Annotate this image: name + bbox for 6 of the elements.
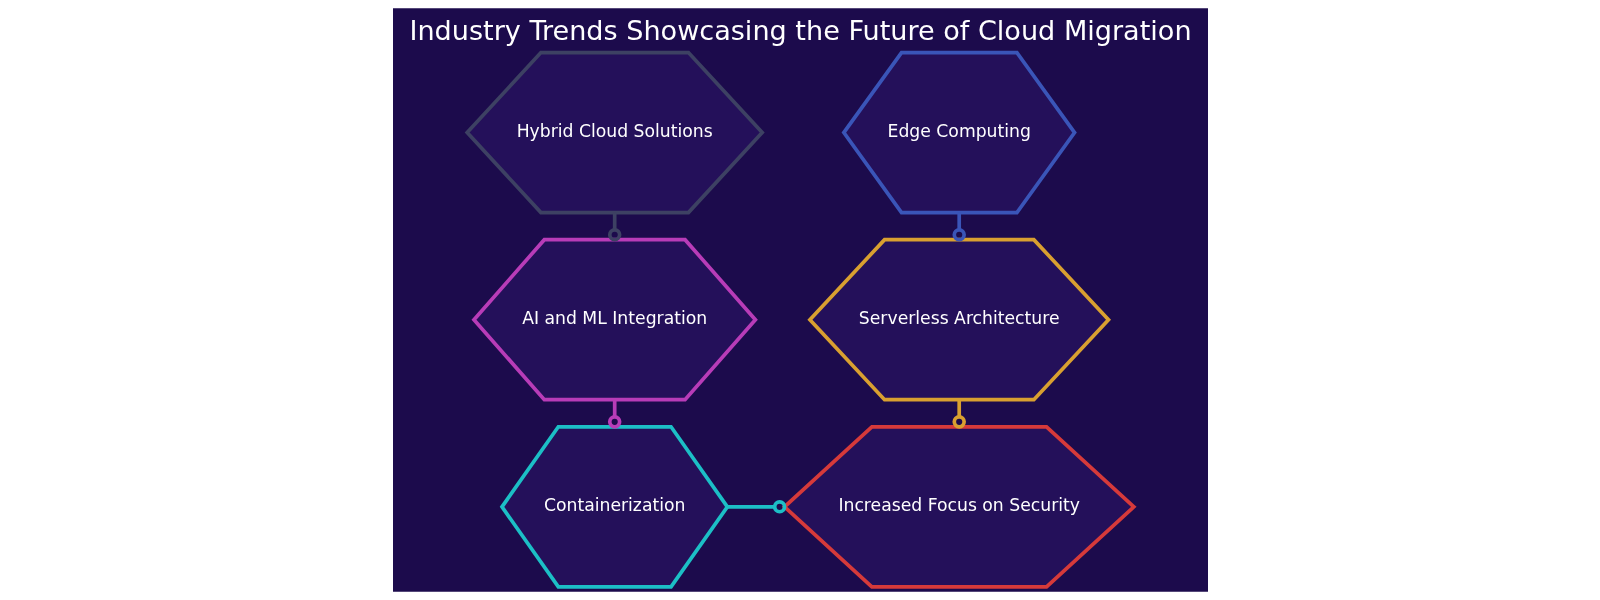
connector [951,212,966,242]
connector [951,400,966,429]
diagram-title: Industry Trends Showcasing the Future of Cloud Migration [408,14,1192,46]
connector [607,212,621,242]
connector [726,500,786,514]
connector [607,400,621,429]
